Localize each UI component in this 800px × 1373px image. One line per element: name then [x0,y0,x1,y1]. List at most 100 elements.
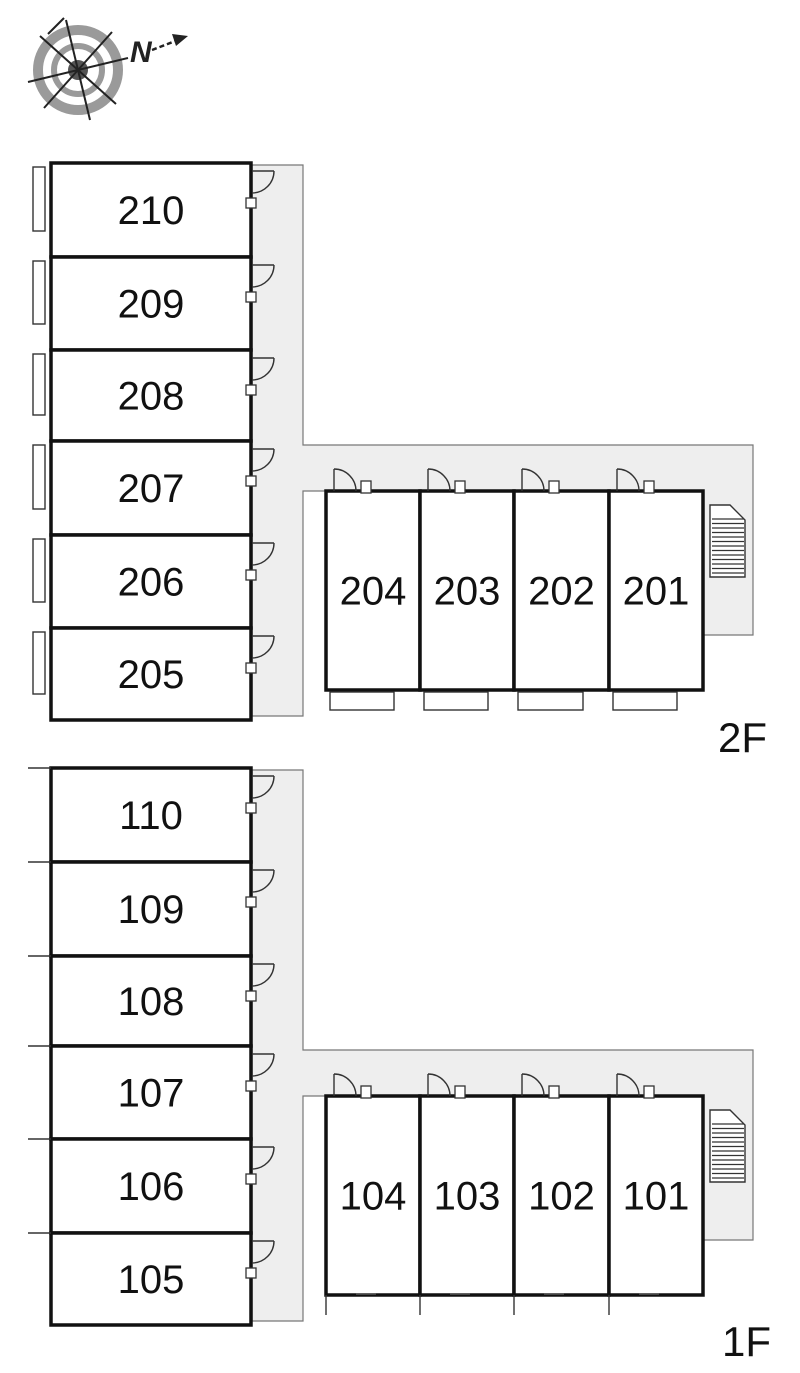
room-209[interactable]: 209 [32,255,275,352]
room-106[interactable]: 106 [28,1137,275,1235]
meter-icon [245,802,257,814]
stairs-icon [709,1109,746,1183]
balcony [32,444,46,510]
room-number: 107 [118,1072,185,1116]
meter-icon [245,896,257,908]
room-number: 205 [118,653,185,697]
room-204[interactable]: 204 [324,468,422,711]
meter-icon [548,1085,560,1099]
balcony [32,260,46,325]
meter-icon [245,1267,257,1279]
balcony [517,691,584,711]
room-101[interactable]: 101 [607,1073,705,1315]
room-number: 106 [118,1165,185,1209]
floor-label-2f: 2F [718,714,767,761]
room-number: 208 [118,375,185,419]
door-icon [427,1073,451,1097]
door-icon [251,448,275,472]
door-icon [333,1073,357,1097]
room-104[interactable]: 104 [324,1073,422,1315]
meter-icon [245,291,257,303]
door-icon [251,542,275,566]
room-201[interactable]: 201 [607,468,705,711]
meter-icon [643,480,655,494]
door-icon [251,357,275,381]
room-number: 101 [623,1175,690,1219]
room-110[interactable]: 110 [28,766,275,864]
door-icon [251,1053,275,1077]
meter-icon [454,1085,466,1099]
door-icon [616,468,640,492]
room-number: 102 [528,1175,595,1219]
room-number: 109 [118,888,185,932]
room-number: 206 [118,561,185,605]
room-210[interactable]: 210 [32,161,275,259]
room-203[interactable]: 203 [418,468,516,711]
floor-2f: 210 209 208 207 206 205 204 203 202 201 [32,161,754,722]
room-number: 104 [340,1175,407,1219]
balcony [329,691,395,711]
meter-icon [245,569,257,581]
door-icon [251,1146,275,1170]
stairs-icon [709,504,746,578]
door-icon [251,170,275,194]
north-letter: N [130,36,153,69]
room-102[interactable]: 102 [512,1073,611,1315]
room-208[interactable]: 208 [32,348,275,443]
door-icon [251,635,275,659]
room-107[interactable]: 107 [28,1044,275,1141]
meter-icon [245,990,257,1002]
meter-icon [245,475,257,487]
meter-icon [548,480,560,494]
meter-icon [245,1080,257,1092]
room-108[interactable]: 108 [28,954,275,1048]
room-207[interactable]: 207 [32,439,275,537]
room-number: 209 [118,283,185,327]
meter-icon [245,197,257,209]
room-number: 210 [118,189,185,233]
room-number: 203 [434,570,501,614]
room-number: 204 [340,570,407,614]
room-109[interactable]: 109 [28,860,275,958]
balcony [32,538,46,603]
door-icon [251,963,275,987]
compass-icon [27,17,129,121]
room-105[interactable]: 105 [28,1231,275,1327]
room-number: 103 [434,1175,501,1219]
meter-icon [454,480,466,494]
door-icon [251,264,275,288]
door-icon [616,1073,640,1097]
room-number: 110 [119,794,183,838]
balcony [32,631,46,695]
room-number: 105 [118,1258,185,1302]
room-number: 207 [118,467,185,511]
room-number: 108 [118,980,185,1024]
balcony [32,353,46,416]
balcony [32,166,46,232]
door-icon [251,869,275,893]
meter-icon [245,384,257,396]
room-number: 201 [623,570,690,614]
meter-icon [245,1173,257,1185]
floor-label-1f: 1F [722,1318,771,1365]
room-206[interactable]: 206 [32,533,275,630]
door-icon [251,1240,275,1264]
door-icon [521,1073,545,1097]
door-icon [333,468,357,492]
door-icon [251,775,275,799]
meter-icon [245,662,257,674]
meter-icon [360,1085,372,1099]
door-icon [427,468,451,492]
room-202[interactable]: 202 [512,468,611,711]
meter-icon [643,1085,655,1099]
floor-1f: 110 109 108 107 106 105 104 103 102 101 [28,766,754,1327]
room-103[interactable]: 103 [418,1073,516,1315]
door-icon [521,468,545,492]
room-number: 202 [528,570,595,614]
room-205[interactable]: 205 [32,626,275,722]
north-arrow-icon: N [130,34,188,69]
meter-icon [360,480,372,494]
balcony [423,691,489,711]
balcony [612,691,678,711]
